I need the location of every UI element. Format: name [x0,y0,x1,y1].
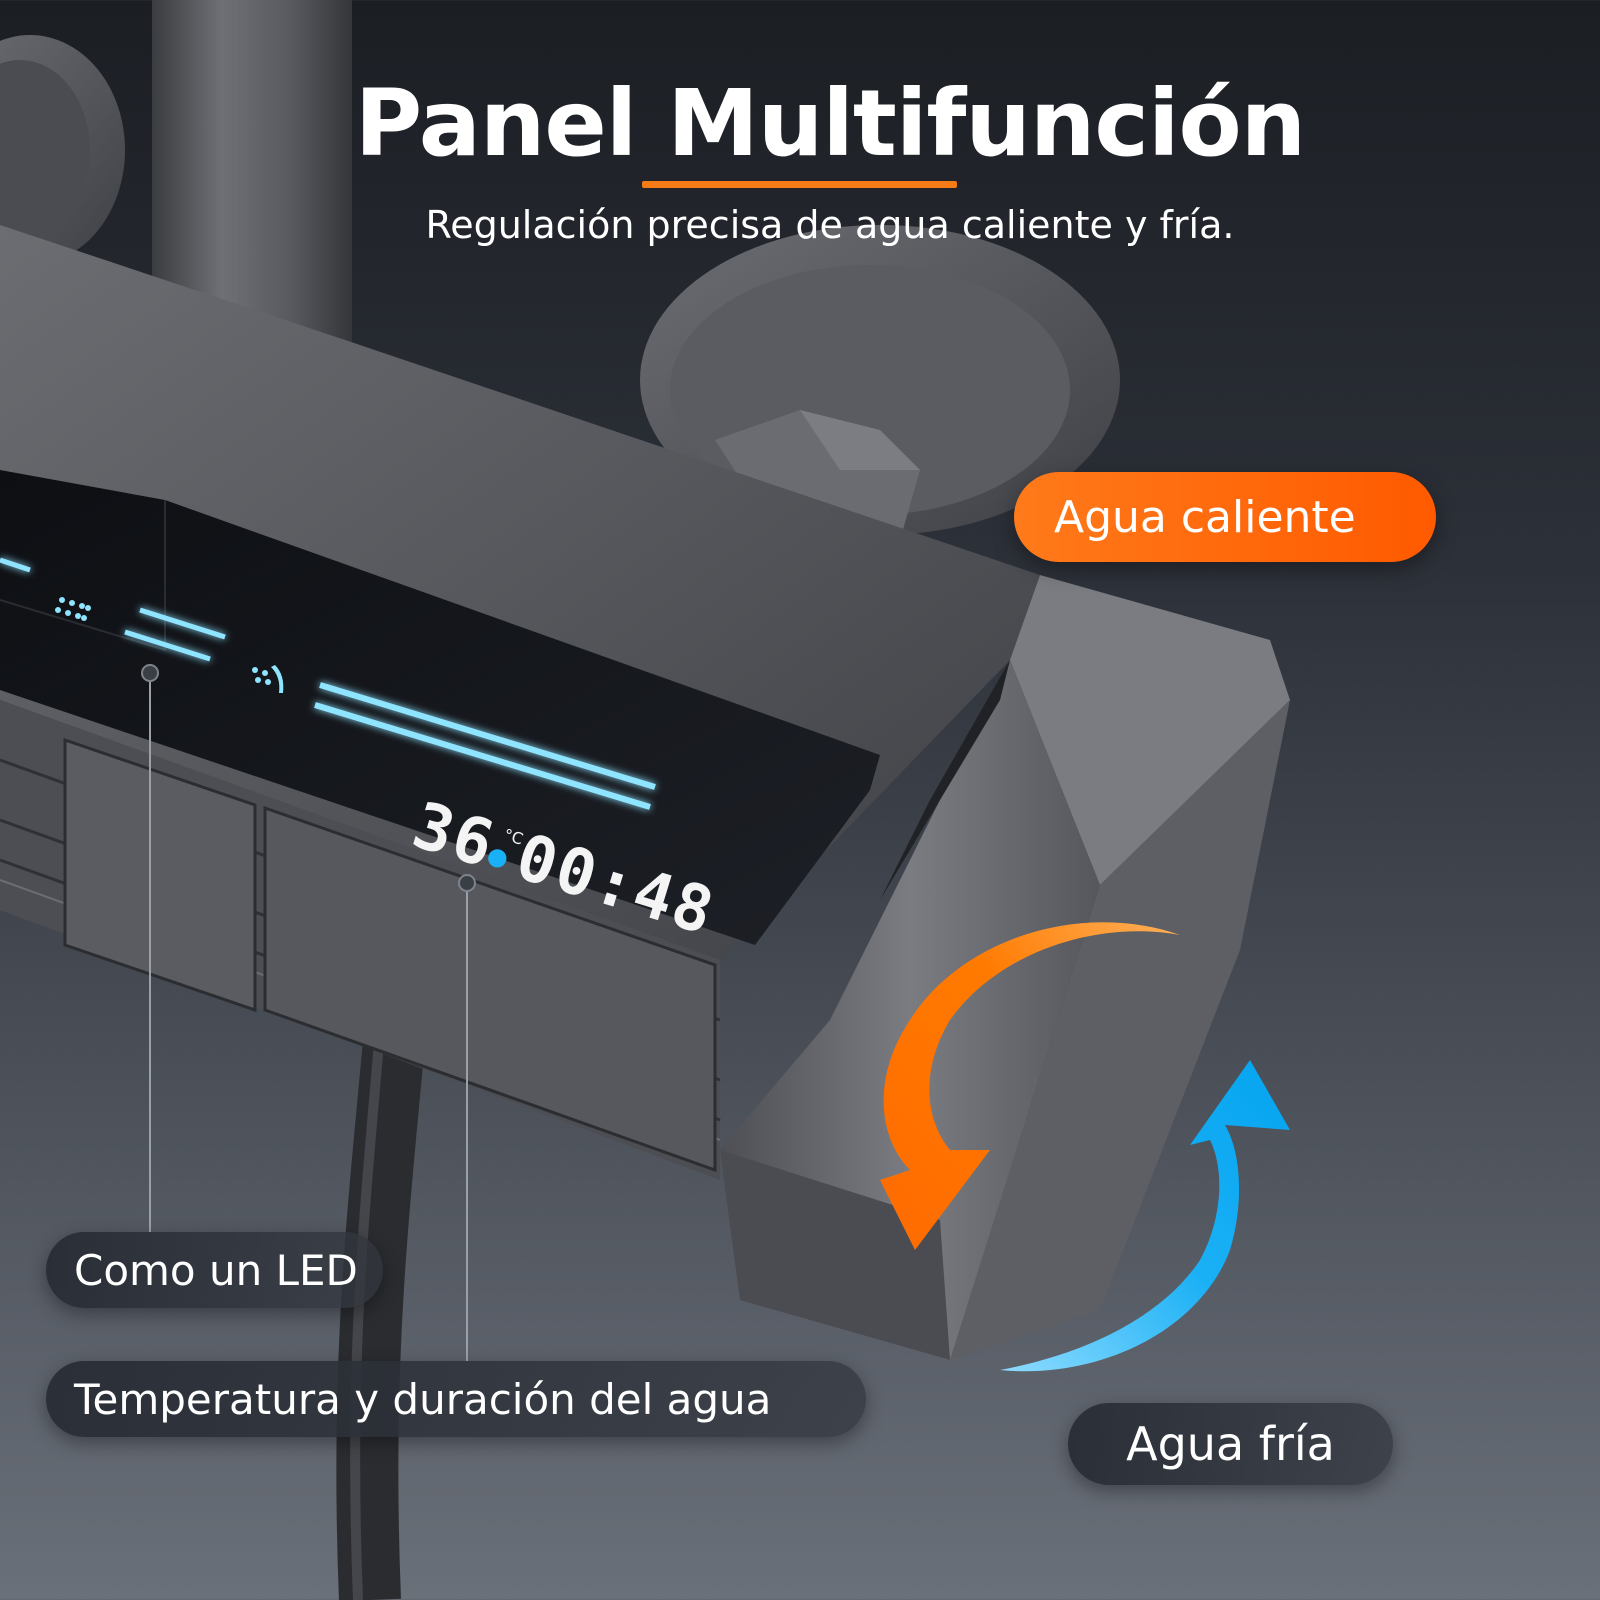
temp-leader-dot [458,874,476,892]
handshower-mode-icon [252,665,284,693]
wall-flange-right [640,225,1120,540]
page-title: Panel Multifunción [354,70,1306,177]
hot-water-label: Agua caliente [1014,472,1436,562]
temperature-handle [720,575,1290,1360]
led-leader-line [149,672,151,1232]
temperature-duration-label: Temperatura y duración del agua [46,1361,866,1437]
title-underline [642,181,957,188]
shower-mode-icon [55,597,91,621]
hot-rotation-arrow [880,922,1180,1250]
led-leader-dot [141,664,159,682]
led-indicators [0,557,656,810]
temp-leader-line [466,882,468,1361]
wall-flange-left [0,35,125,265]
page-subtitle: Regulación precisa de agua caliente y fr… [425,203,1235,247]
display-glass [0,470,880,945]
cold-rotation-arrow [1000,1060,1290,1372]
cold-water-label: Agua fría [1068,1403,1393,1485]
temperature-unit: °C [501,825,525,849]
led-label: Como un LED [46,1232,383,1308]
